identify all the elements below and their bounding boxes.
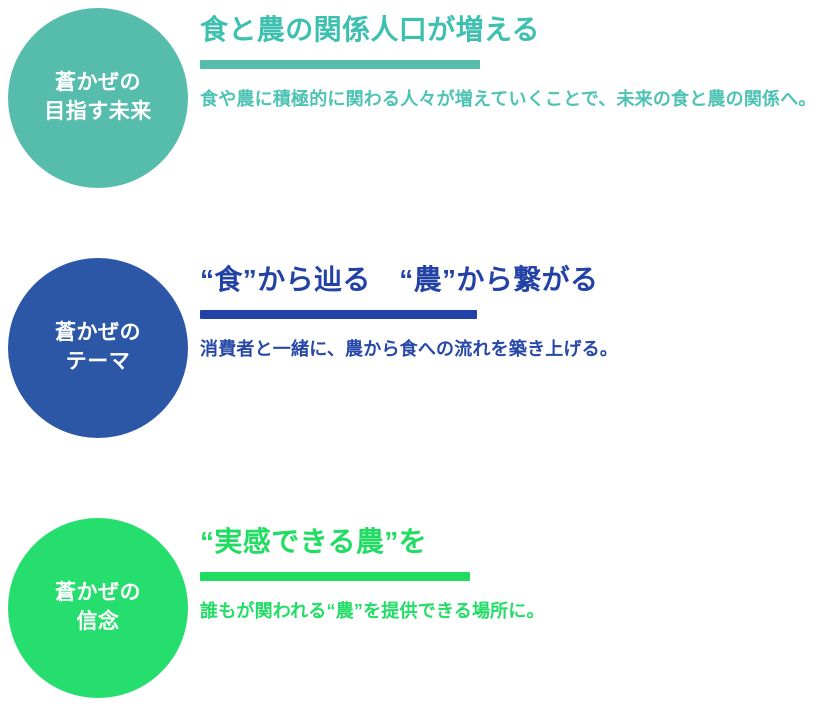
section-heading-theme: “食”から辿る “農”から繋がる bbox=[200, 264, 599, 295]
section-belief: 蒼かぜの 信念 “実感できる農”を 誰もが関われる“農”を提供できる場所に。 bbox=[0, 510, 840, 706]
badge-circle-theme: 蒼かぜの テーマ bbox=[8, 258, 188, 438]
section-content-belief: “実感できる農”を 誰もが関われる“農”を提供できる場所に。 bbox=[200, 510, 840, 626]
section-body-theme: 消費者と一緒に、農から食への流れを築き上げる。 bbox=[200, 338, 619, 359]
section-future: 蒼かぜの 目指す未来 食と農の関係人口が増える 食や農に積極的に関わる人々が増え… bbox=[0, 0, 840, 200]
badge-circle-belief: 蒼かぜの 信念 bbox=[8, 518, 188, 698]
section-underline-theme bbox=[200, 309, 477, 319]
section-content-future: 食と農の関係人口が増える 食や農に積極的に関わる人々が増えていくことで、未来の食… bbox=[200, 0, 840, 114]
section-body-belief: 誰もが関われる“農”を提供できる場所に。 bbox=[200, 600, 545, 621]
badge-label-line-1: 蒼かぜの bbox=[55, 71, 141, 95]
badge-label-line-1: 蒼かぜの bbox=[55, 581, 141, 605]
badge-wrapper-future: 蒼かぜの 目指す未来 bbox=[0, 0, 200, 196]
badge-circle-future: 蒼かぜの 目指す未来 bbox=[8, 8, 188, 188]
badge-label-line-1: 蒼かぜの bbox=[55, 321, 141, 345]
section-underline-belief bbox=[200, 571, 470, 581]
section-underline-future bbox=[200, 59, 480, 69]
badge-wrapper-theme: 蒼かぜの テーマ bbox=[0, 250, 200, 446]
section-heading-belief: “実感できる農”を bbox=[200, 526, 428, 557]
section-theme: 蒼かぜの テーマ “食”から辿る “農”から繋がる 消費者と一緒に、農から食への… bbox=[0, 250, 840, 450]
badge-label-line-2: 信念 bbox=[76, 610, 120, 633]
badge-label-line-2: 目指す未来 bbox=[44, 100, 152, 123]
section-heading-future: 食と農の関係人口が増える bbox=[200, 14, 540, 45]
badge-wrapper-belief: 蒼かぜの 信念 bbox=[0, 510, 200, 706]
section-body-future: 食や農に積極的に関わる人々が増えていくことで、未来の食と農の関係へ。 bbox=[200, 88, 817, 109]
badge-label-line-2: テーマ bbox=[65, 350, 131, 373]
section-content-theme: “食”から辿る “農”から繋がる 消費者と一緒に、農から食への流れを築き上げる。 bbox=[200, 250, 840, 364]
